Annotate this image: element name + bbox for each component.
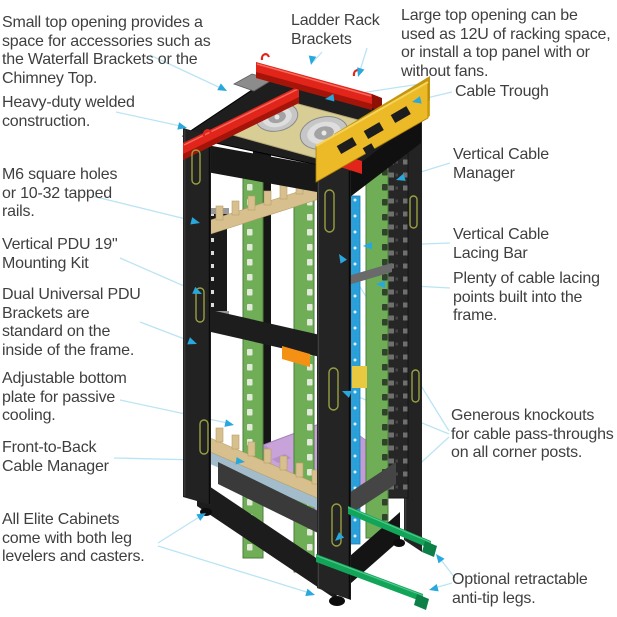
knockout-slot [199, 419, 209, 455]
label-anti-tip: Optional retractable anti-tip legs. [452, 571, 588, 607]
label-ladder-rack: Ladder Rack Brackets [291, 12, 380, 48]
label-small-top-opening: Small top opening provides a space for a… [2, 14, 211, 88]
callout-arrow-icon [177, 122, 187, 130]
callout-arrow-icon [308, 55, 317, 65]
knockout-slot [409, 195, 418, 229]
callout-arrow-icon [436, 554, 445, 564]
callout-arrow-icon [339, 254, 347, 264]
label-m6-holes: M6 square holes or 10-32 tapped rails. [2, 166, 118, 221]
label-adjustable-plate: Adjustable bottom plate for passive cool… [2, 370, 127, 425]
label-vertical-cable-manager: Vertical Cable Manager [453, 146, 549, 182]
callout-arrow-icon [412, 96, 422, 104]
label-dual-pdu: Dual Universal PDU Brackets are standard… [2, 286, 141, 360]
callout-arrow-icon [429, 584, 439, 592]
label-leg-levelers: All Elite Cabinets come with both leg le… [2, 511, 145, 566]
callout-arrow-icon [363, 241, 373, 250]
knockout-slot [195, 287, 205, 323]
leader-line [115, 111, 186, 128]
callout-arrow-icon [192, 286, 202, 294]
front-to-back-cable-manager [207, 427, 325, 512]
label-front-to-back: Front-to-Back Cable Manager [2, 439, 109, 475]
cable-trough [315, 76, 430, 183]
callout-arrow-icon [376, 280, 386, 289]
leader-line [157, 513, 205, 544]
bracket-hook [202, 129, 213, 137]
cabinet-posts [183, 128, 351, 600]
orange-bracket [282, 346, 310, 367]
bracket-hook [260, 53, 271, 61]
leader-line [149, 54, 226, 91]
yellow-tag [352, 366, 367, 388]
label-lacing-points: Plenty of cable lacing points built into… [453, 270, 600, 325]
top-band-right [350, 117, 421, 197]
crossbar [211, 310, 351, 364]
leader-line [91, 195, 199, 223]
callout-arrow-icon [305, 588, 315, 597]
vertical-cable-manager [387, 147, 409, 499]
callout-arrow-icon [196, 513, 206, 521]
callout-arrow-icon [342, 390, 352, 398]
knockout-slot [328, 367, 339, 411]
label-lacing-bar: Vertical Cable Lacing Bar [453, 226, 549, 262]
callout-arrow-icon [357, 67, 365, 77]
knockout-slot [331, 503, 342, 547]
callout-arrow-icon [335, 532, 345, 541]
knockout-slot [411, 369, 420, 403]
knockout-slots [191, 149, 420, 547]
callout-arrow-icon [190, 217, 200, 225]
callout-arrows [177, 55, 445, 597]
front-post [317, 158, 351, 600]
callout-arrow-icon [396, 173, 406, 181]
knockout-slot [324, 189, 335, 233]
callout-arrow-icon [325, 93, 335, 102]
label-cable-trough: Cable Trough [455, 83, 549, 100]
label-knockouts: Generous knockouts for cable pass-throug… [451, 407, 614, 462]
knockout-slot [191, 149, 201, 185]
callout-arrow-icon [224, 419, 234, 427]
callout-arrow-icon [217, 83, 227, 91]
callout-arrow-icon [235, 456, 245, 465]
leader-line [311, 51, 323, 64]
top-band-front [190, 142, 350, 198]
lacing-point-bar [348, 263, 392, 285]
caster [329, 596, 345, 606]
leader-line [157, 545, 314, 595]
callout-arrow-icon [187, 337, 197, 345]
caster [393, 539, 405, 547]
leader-line [119, 399, 233, 425]
label-heavy-duty: Heavy-duty welded construction. [2, 94, 135, 130]
label-large-top: Large top opening can be used as 12U of … [401, 7, 611, 81]
left-post [183, 128, 211, 505]
anti-tip-legs [315, 506, 437, 610]
label-vertical-pdu: Vertical PDU 19" Mounting Kit [2, 236, 118, 272]
